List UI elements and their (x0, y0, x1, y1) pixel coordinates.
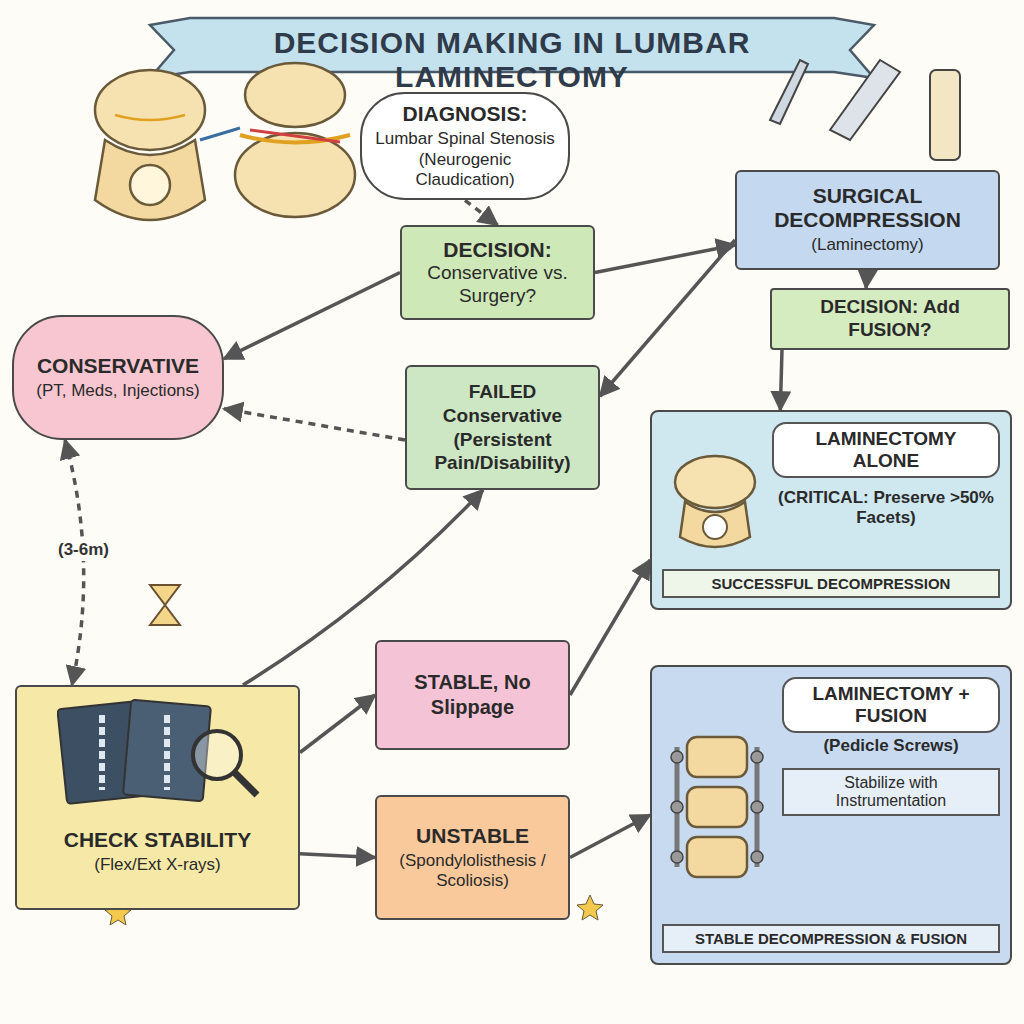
surgical-tools (770, 60, 960, 160)
flow-arrow (570, 560, 650, 695)
edge-label: (3-6m) (54, 539, 113, 561)
node-heading: STABLE, No Slippage (387, 670, 558, 720)
hourglass-icon (150, 585, 180, 625)
node-heading: LAMINECTOMY ALONE (772, 422, 1000, 478)
state-box: STABLE, No Slippage (375, 640, 570, 750)
process-box: FAILED Conservative (Persistent Pain/Dis… (405, 365, 600, 490)
stenosis-drawing (200, 63, 355, 217)
node-text: (Pedicle Screws) (823, 736, 958, 756)
flow-arrow (65, 440, 84, 685)
xray-icon (57, 695, 267, 815)
node-heading: CONSERVATIVE (37, 354, 199, 378)
conservative-cloud: CONSERVATIVE (PT, Meds, Injections) (12, 315, 224, 440)
flow-arrow (600, 240, 735, 396)
node-heading: DIAGNOSIS: (403, 102, 528, 126)
decision-box: DECISION:Conservative vs. Surgery? (400, 225, 595, 320)
node-text: (Spondylolisthesis / Scoliosis) (387, 851, 558, 892)
vertebra-drawing (95, 70, 205, 220)
flow-arrow (224, 409, 405, 440)
node-text: (PT, Meds, Injections) (36, 381, 199, 401)
node-text: Lumbar Spinal Stenosis (Neurogenic Claud… (374, 129, 556, 190)
flow-arrow (780, 350, 782, 410)
decor-stars (47, 360, 603, 925)
node-heading: UNSTABLE (416, 824, 529, 848)
node-heading: CHECK STABILITY (64, 828, 251, 852)
state-box: UNSTABLE (Spondylolisthesis / Scoliosis) (375, 795, 570, 920)
screws-icon (662, 727, 772, 887)
diagnosis-cloud: DIAGNOSIS: Lumbar Spinal Stenosis (Neurog… (360, 92, 570, 200)
node-heading: DECISION: Add FUSION? (782, 296, 998, 342)
node-text: (Laminectomy) (811, 235, 923, 255)
node-heading: LAMINECTOMY + FUSION (782, 677, 1000, 733)
node-text: (Flex/Ext X-rays) (94, 855, 221, 875)
process-box: SURGICAL DECOMPRESSION (Laminectomy) (735, 170, 1000, 270)
title: DECISION MAKING IN LUMBAR LAMINECTOMY (190, 26, 834, 94)
flow-arrow (866, 270, 868, 288)
node-heading: DECISION: (443, 238, 552, 262)
node-text: SUCCESSFUL DECOMPRESSION (662, 569, 1000, 598)
outcome-panel: LAMINECTOMY + FUSION (Pedicle Screws) Stab… (650, 665, 1012, 965)
node-heading: FAILED Conservative (Persistent Pain/Dis… (417, 380, 588, 475)
vert-icon (660, 442, 770, 562)
node-heading: SURGICAL DECOMPRESSION (747, 184, 988, 232)
flow-arrow (570, 815, 650, 858)
process-box: CHECK STABILITY (Flex/Ext X-rays) (15, 685, 300, 910)
node-text: Stabilize with Instrumentation (782, 768, 1000, 816)
flow-arrow (595, 245, 735, 273)
flow-arrow (300, 854, 375, 858)
node-text: Conservative vs. Surgery? (410, 262, 585, 308)
node-text: (CRITICAL: Preserve >50% Facets) (772, 488, 1000, 529)
flow-arrow (465, 200, 498, 225)
flow-arrow (224, 273, 400, 359)
decision-banner: DECISION: Add FUSION? (770, 288, 1010, 350)
outcome-panel: LAMINECTOMY ALONE (CRITICAL: Preserve >50… (650, 410, 1012, 610)
node-text: STABLE DECOMPRESSION & FUSION (662, 924, 1000, 953)
flow-arrow (300, 695, 375, 753)
